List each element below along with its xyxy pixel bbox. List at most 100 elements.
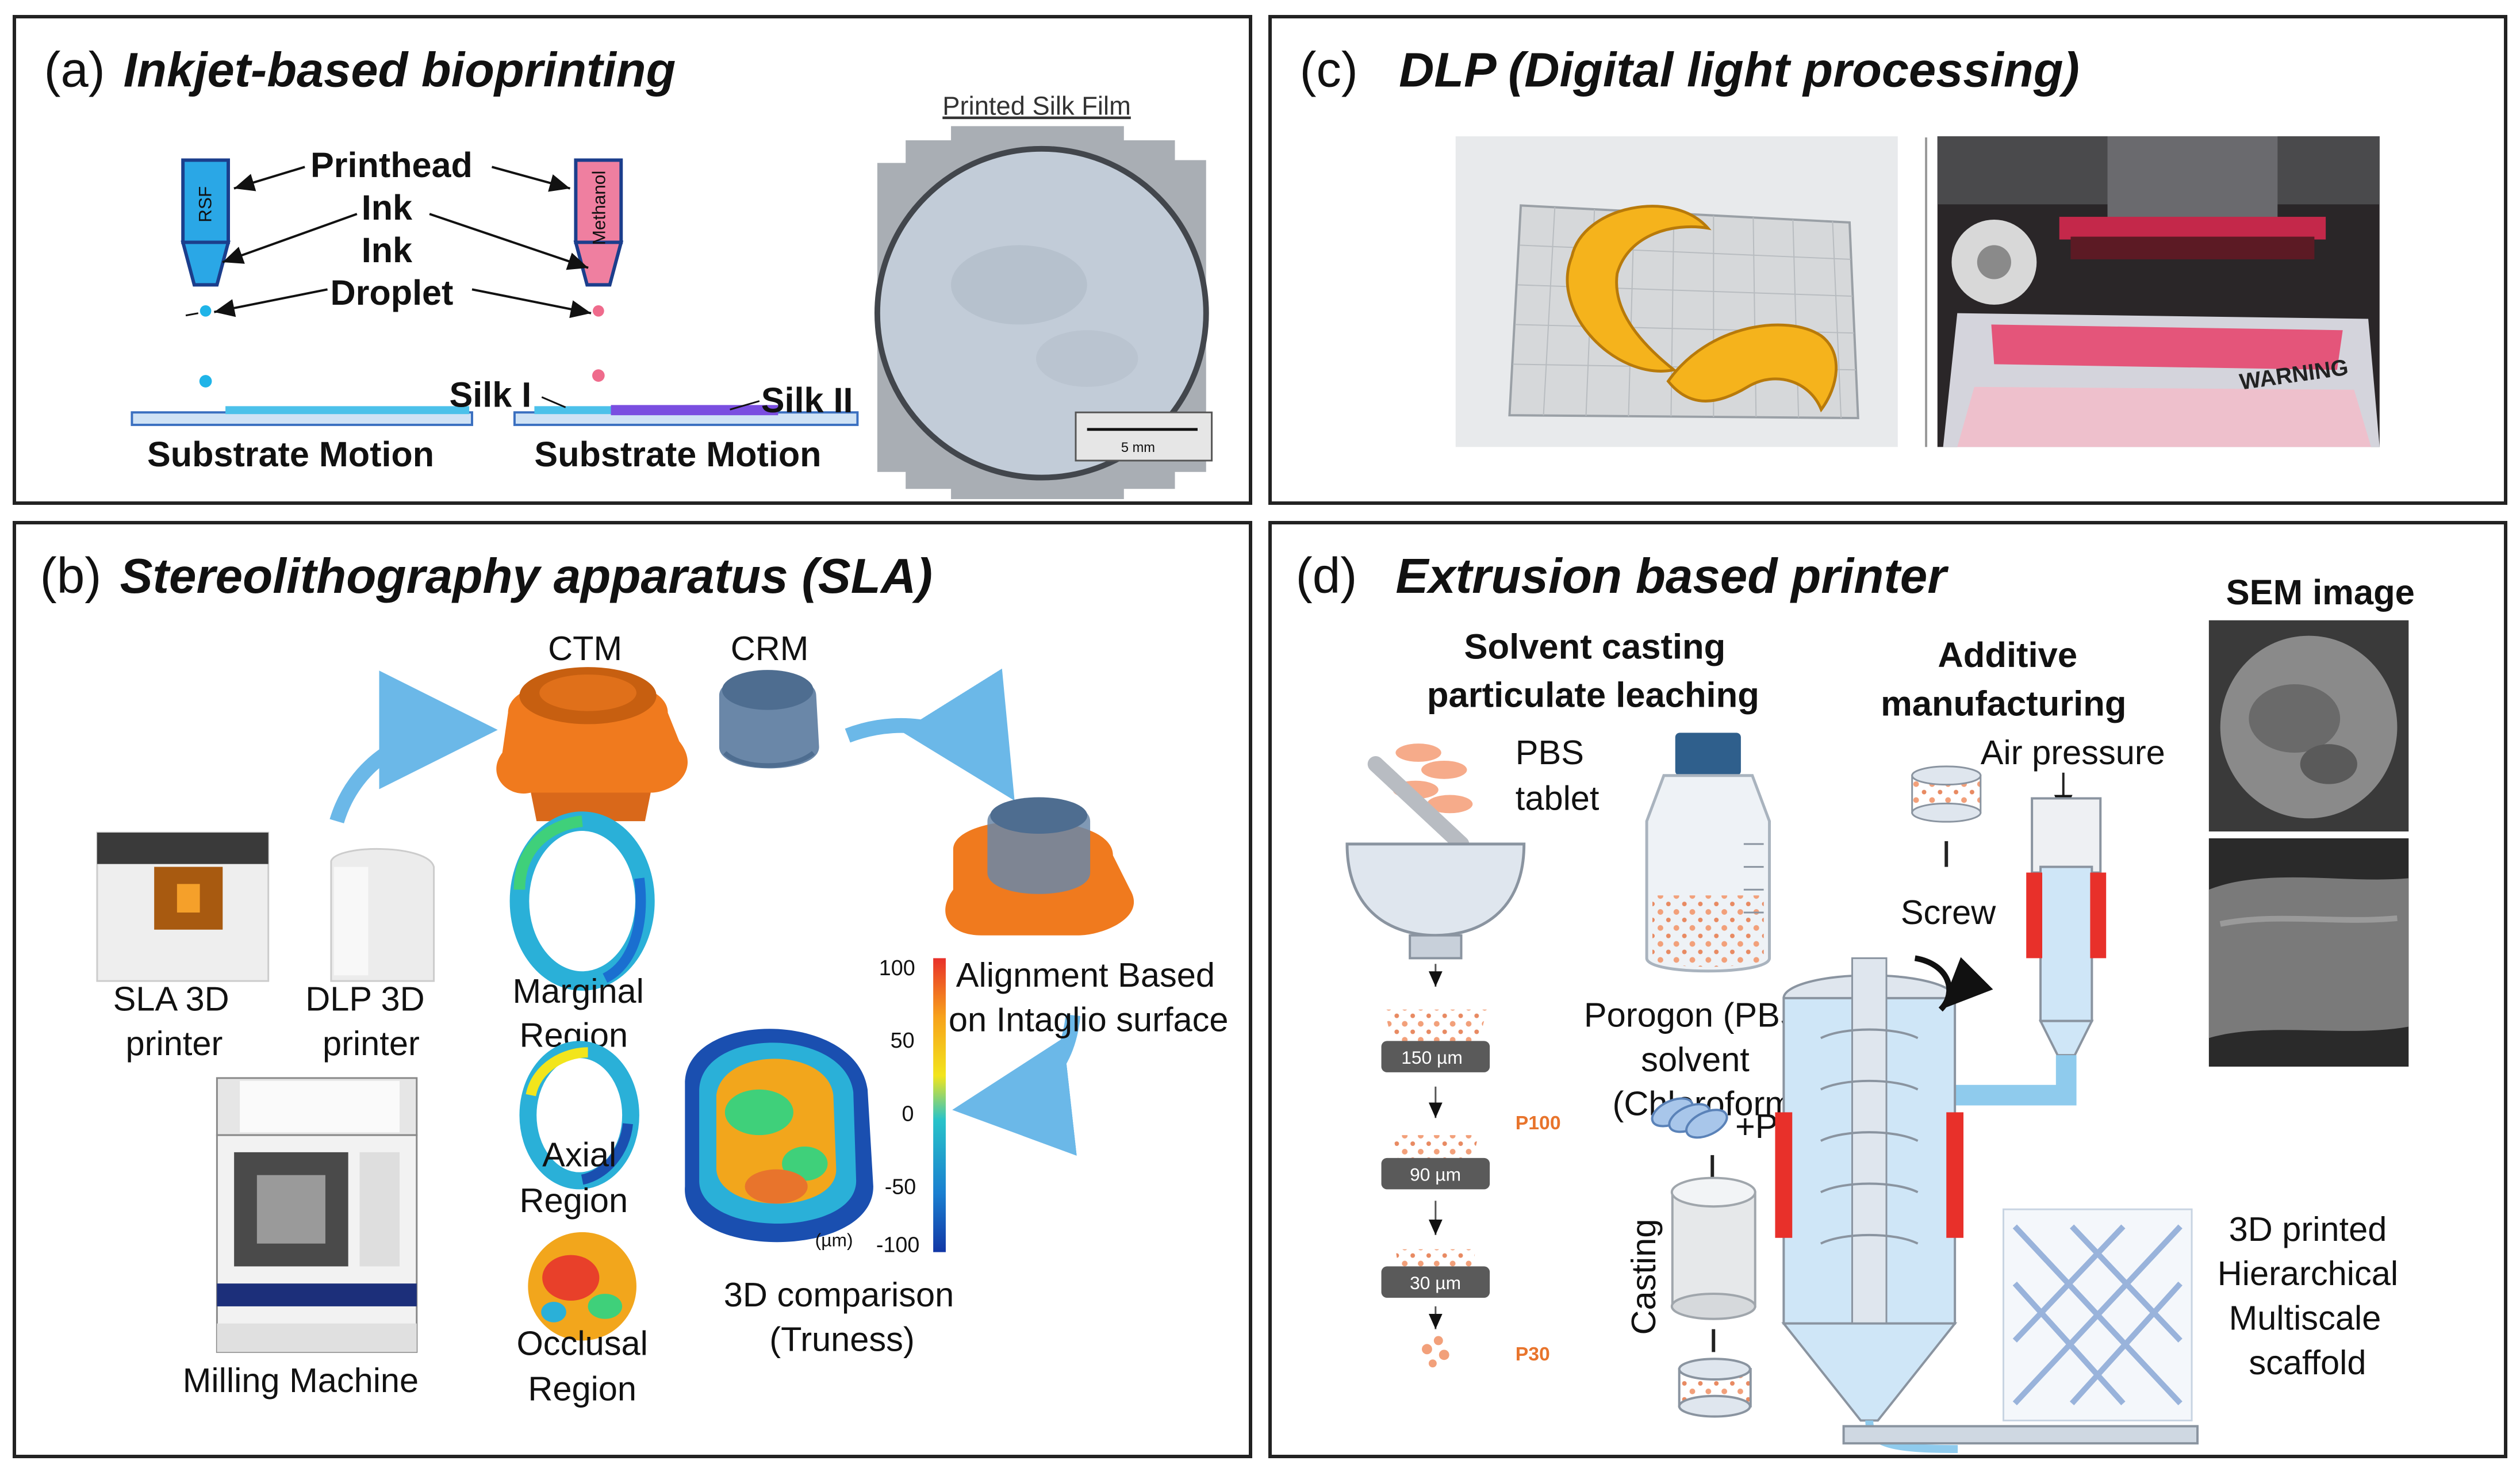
milling-machine-photo — [216, 1077, 418, 1353]
ink-droplet-label-1: Ink — [362, 231, 413, 270]
silk-i-label: Silk I — [450, 375, 532, 414]
dlp-label-2: printer — [323, 1024, 420, 1063]
dlp-label-1: DLP 3D — [305, 980, 424, 1018]
scale-tick-100: 100 — [879, 956, 915, 980]
arrow-to-ctm — [329, 670, 498, 824]
alignment-label-2: on Intaglio surface — [949, 1000, 1229, 1038]
crm-model — [719, 670, 819, 769]
scaffold-label-2: Hierarchical — [2218, 1254, 2398, 1293]
sla-label-1: SLA 3D — [113, 980, 229, 1018]
screw-extruder — [1775, 955, 1993, 1454]
casting-mold — [1670, 1176, 1756, 1320]
scale-tick-50: 50 — [891, 1028, 915, 1052]
panel-d-title: Extrusion based printer — [1395, 549, 1949, 604]
solvent-casting-label-2: particulate leaching — [1427, 676, 1759, 715]
panel-a-letter: (a) — [44, 41, 105, 97]
sieve-30-label: 30 µm — [1410, 1272, 1461, 1293]
additive-label-2: manufacturing — [1881, 684, 2126, 724]
additive-label-1: Additive — [1938, 635, 2077, 675]
air-pressure-label: Air pressure — [1981, 733, 2165, 772]
porogen-label-2: solvent — [1641, 1040, 1750, 1079]
print-bed — [1842, 1425, 2199, 1445]
aligned-model — [945, 797, 1134, 936]
silk-ii-label: Silk II — [761, 381, 853, 420]
nozzle-left-label: RSF — [194, 186, 215, 223]
sem-label: SEM image — [2226, 573, 2415, 612]
ink-droplet-label-2: Droplet — [331, 273, 454, 312]
methanol-droplet-falling — [592, 369, 605, 382]
scale-tick-0: 0 — [902, 1101, 914, 1125]
arrow-to-aligned — [845, 668, 1015, 801]
nozzle-right-label: Methanol — [589, 171, 609, 246]
methanol-droplet — [592, 305, 604, 317]
occlusal-region-map — [528, 1232, 636, 1341]
panel-dlp: (c) DLP (Digital light processing) — [1268, 15, 2507, 505]
substrate-left — [131, 406, 473, 426]
ink-droplet-left — [200, 305, 212, 317]
panel-d-letter: (d) — [1296, 547, 1357, 604]
pellet-input — [1911, 765, 1982, 823]
axial-label-1: Axial — [542, 1136, 616, 1174]
deviation-color-scale — [933, 958, 946, 1252]
scale-unit: (µm) — [815, 1230, 853, 1251]
dlp-build-plate-photo — [1455, 136, 1898, 447]
printed-silk-film-photo: 5 mm — [874, 126, 1213, 500]
printhead-label: Printhead — [310, 145, 473, 185]
scale-tick-minus-100: -100 — [876, 1233, 920, 1257]
printhead-left: RSF — [181, 158, 231, 388]
p30-label: P30 — [1516, 1343, 1550, 1365]
axial-region-map — [519, 1041, 639, 1190]
pbs-label-2: tablet — [1516, 779, 1600, 817]
pneumatic-syringe — [1940, 797, 2107, 1106]
scaffold-label-4: scaffold — [2249, 1343, 2366, 1382]
crm-label: CRM — [731, 629, 809, 668]
comparison-label-1: 3D comparison — [724, 1275, 954, 1314]
panel-c-letter: (c) — [1300, 41, 1358, 97]
ink-label: Ink — [362, 188, 413, 227]
solvent-casting-label-1: Solvent casting — [1464, 627, 1725, 666]
dlp-diagram: (c) DLP (Digital light processing) — [1300, 41, 2380, 447]
sem-image-bottom — [2208, 838, 2409, 1067]
sieve-90-label: 90 µm — [1410, 1164, 1461, 1185]
screw-label: Screw — [1901, 893, 1996, 931]
sem-image-top — [2208, 620, 2409, 832]
panel-b-title: Stereolithography apparatus (SLA) — [120, 549, 933, 604]
panel-sla: (b) Stereolithography apparatus (SLA) CT… — [13, 521, 1252, 1458]
scaffold-label-3: Multiscale — [2229, 1299, 2381, 1337]
panel-extrusion: (d) Extrusion based printer Solvent cast… — [1268, 521, 2507, 1458]
sla-printer-photo — [96, 831, 270, 982]
sieve-150-label: 150 µm — [1401, 1047, 1463, 1068]
sieve-150: 150 µm — [1381, 1009, 1490, 1072]
occlusal-label-1: Occlusal — [516, 1324, 647, 1362]
dlp-printer-photo: WARNING — [1937, 136, 2380, 447]
milling-label: Milling Machine — [183, 1361, 419, 1400]
occlusal-label-2: Region — [528, 1370, 636, 1408]
pbs-tablets — [1393, 743, 1473, 814]
axial-label-2: Region — [519, 1181, 628, 1220]
marginal-region-map — [509, 811, 655, 991]
substrate-motion-right: Substrate Motion — [534, 435, 821, 474]
arrow-to-comparison — [952, 1014, 1081, 1156]
dlp-printer-photo-b — [330, 848, 435, 982]
panel-a-title: Inkjet-based bioprinting — [124, 42, 676, 97]
sieve-90: 90 µm — [1381, 1135, 1490, 1190]
cast-scaffold — [1678, 1358, 1752, 1418]
pcl-pellets — [1651, 1097, 1728, 1139]
substrate-motion-left: Substrate Motion — [147, 435, 434, 474]
ink-droplet-left-falling — [199, 375, 212, 388]
substrate-right — [513, 405, 859, 426]
pbs-label-1: PBS — [1516, 733, 1584, 772]
alignment-label-1: Alignment Based — [956, 956, 1215, 994]
casting-label: Casting — [1624, 1219, 1663, 1335]
comparison-label-2: (Truness) — [769, 1320, 915, 1358]
scale-bar-label: 5 mm — [1121, 440, 1155, 455]
mortar-and-pestle — [1345, 756, 1526, 960]
sla-diagram: (b) Stereolithography apparatus (SLA) CT… — [40, 547, 1229, 1408]
panel-b-letter: (b) — [40, 547, 102, 604]
ctm-label: CTM — [548, 629, 622, 668]
fine-particles — [1422, 1336, 1449, 1368]
inkjet-diagram: (a) Inkjet-based bioprinting RSF Methano… — [44, 41, 1213, 500]
ctm-model — [496, 667, 688, 822]
comparison-heatmap — [685, 1029, 873, 1243]
scaffold-label-1: 3D printed — [2229, 1210, 2387, 1248]
